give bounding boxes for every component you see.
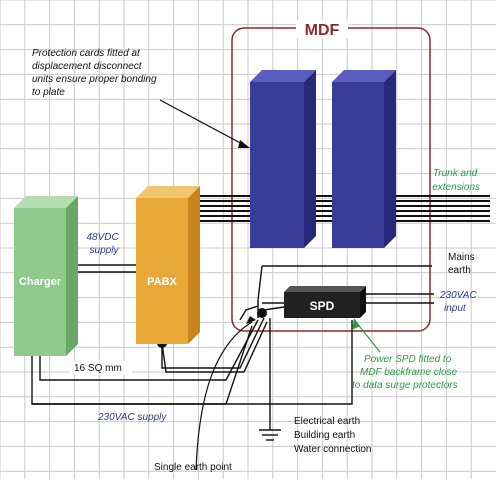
trunk-note-line-1: Trunk and <box>433 168 478 179</box>
mains-earth-line-1: Mains <box>448 252 475 263</box>
cable-size-label: 16 SQ mm <box>74 363 122 374</box>
pabx-label: PABX <box>147 276 177 288</box>
arrowhead-earth <box>246 316 256 324</box>
mains-earth-line-2: earth <box>448 265 471 276</box>
arrowhead-spd <box>352 318 360 330</box>
dc-supply-line-1: 48VDC <box>86 232 119 243</box>
trunk-note: Trunk and extensions <box>432 168 480 193</box>
ground-symbol-icon <box>259 429 281 441</box>
power-spd-line-3: to data surge protectors <box>352 380 458 391</box>
protection-note-line-3: units ensure proper bonding <box>32 74 157 85</box>
charger-label: Charger <box>19 276 62 288</box>
vac-input-line-2: input <box>444 303 467 314</box>
mdf-label: MDF <box>305 22 340 39</box>
protection-cards-note: Protection cards fitted at displacement … <box>32 48 159 98</box>
spd-label: SPD <box>310 299 335 313</box>
protection-note-line-2: displacement disconnect <box>32 61 143 72</box>
protector-block-right <box>332 70 396 248</box>
protector-block-left <box>250 70 316 248</box>
vac-input-note: 230VAC input <box>439 290 479 314</box>
trunk-note-line-2: extensions <box>432 182 480 193</box>
earth-type-building: Building earth <box>294 430 355 441</box>
earth-point-dot <box>257 308 267 318</box>
vac-supply-note: 230VAC supply <box>97 412 167 423</box>
dc-supply-line-2: supply <box>90 245 120 256</box>
pabx-block <box>136 186 200 344</box>
mains-earth-note: Mains earth <box>448 252 477 276</box>
power-spd-line-2: MDF backframe close <box>360 367 458 378</box>
annotation-arrows <box>159 99 381 471</box>
dc-supply-note: 48VDC supply <box>86 232 121 256</box>
earth-types-note: Electrical earth Building earth Water co… <box>294 416 371 455</box>
protection-note-line-4: to plate <box>32 87 65 98</box>
cable-label-bg <box>70 361 132 374</box>
arrowhead-protection <box>238 140 250 148</box>
mdf-label-bg <box>296 20 348 38</box>
power-spd-note: Power SPD fitted to MDF backframe close … <box>352 354 460 391</box>
earth-type-water: Water connection <box>294 444 371 455</box>
single-earth-point-label: Single earth point <box>154 462 232 473</box>
vac-input-line-1: 230VAC <box>439 290 477 301</box>
protection-note-line-1: Protection cards fitted at <box>32 48 141 59</box>
charger-block <box>14 196 78 356</box>
wiring <box>31 264 434 430</box>
earth-type-electrical: Electrical earth <box>294 416 360 427</box>
power-spd-line-1: Power SPD fitted to <box>364 354 452 365</box>
spd-block <box>284 286 366 318</box>
